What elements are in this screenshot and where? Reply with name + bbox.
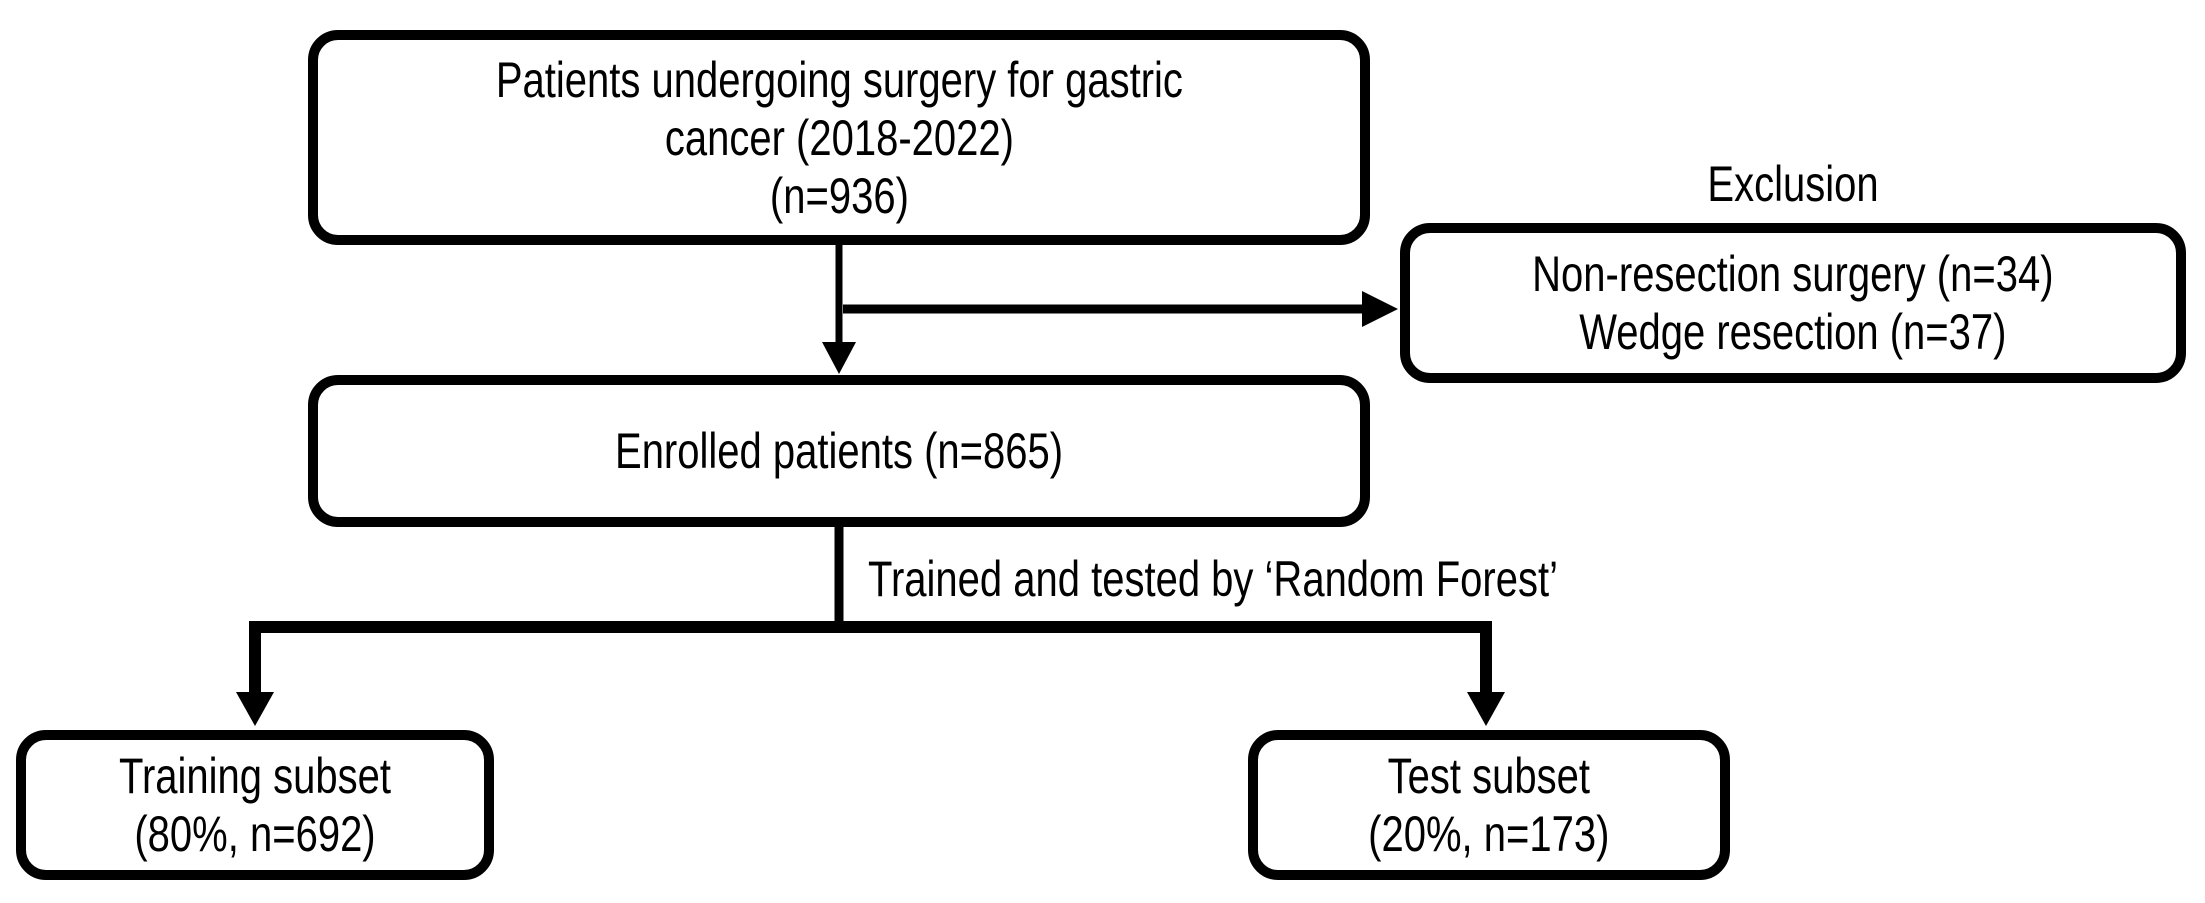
node-enrolled: Enrolled patients (n=865) — [308, 375, 1370, 527]
node-population-text: Patients undergoing surgery for gastric … — [495, 51, 1182, 225]
node-enrolled-text: Enrolled patients (n=865) — [615, 422, 1063, 480]
node-population-line1: Patients undergoing surgery for gastric — [495, 51, 1183, 108]
node-exclusion-line1: Non-resection surgery (n=34) — [1532, 246, 2054, 302]
node-test-line2: (20%, n=173) — [1368, 806, 1610, 862]
node-exclusion-text: Non-resection surgery (n=34) Wedge resec… — [1532, 245, 2053, 361]
arrowhead-test-icon — [1467, 692, 1505, 726]
node-training-line2: (80%, n=692) — [134, 806, 376, 862]
node-exclusion-line2: Wedge resection (n=37) — [1579, 304, 2007, 360]
node-population: Patients undergoing surgery for gastric … — [308, 30, 1370, 245]
node-population-line2: cancer (2018-2022) — [664, 109, 1014, 166]
split-bar — [249, 621, 1492, 696]
node-training-line1: Training subset — [119, 748, 391, 804]
node-training-text: Training subset (80%, n=692) — [119, 747, 391, 863]
arrowhead-enrolled-icon — [822, 342, 856, 374]
node-exclusion: Non-resection surgery (n=34) Wedge resec… — [1400, 223, 2186, 383]
exclusion-label: Exclusion — [1707, 156, 1879, 212]
node-test-text: Test subset (20%, n=173) — [1368, 747, 1609, 863]
node-test-subset: Test subset (20%, n=173) — [1248, 730, 1730, 880]
node-test-line1: Test subset — [1387, 748, 1591, 804]
arrowhead-training-icon — [236, 692, 274, 726]
arrowhead-exclusion-icon — [1362, 291, 1398, 327]
node-training-subset: Training subset (80%, n=692) — [16, 730, 494, 880]
node-enrolled-line1: Enrolled patients (n=865) — [614, 423, 1064, 479]
edge-label-random-forest: Trained and tested by ‘Random Forest’ — [868, 551, 1558, 607]
node-population-line3: (n=936) — [769, 167, 909, 224]
